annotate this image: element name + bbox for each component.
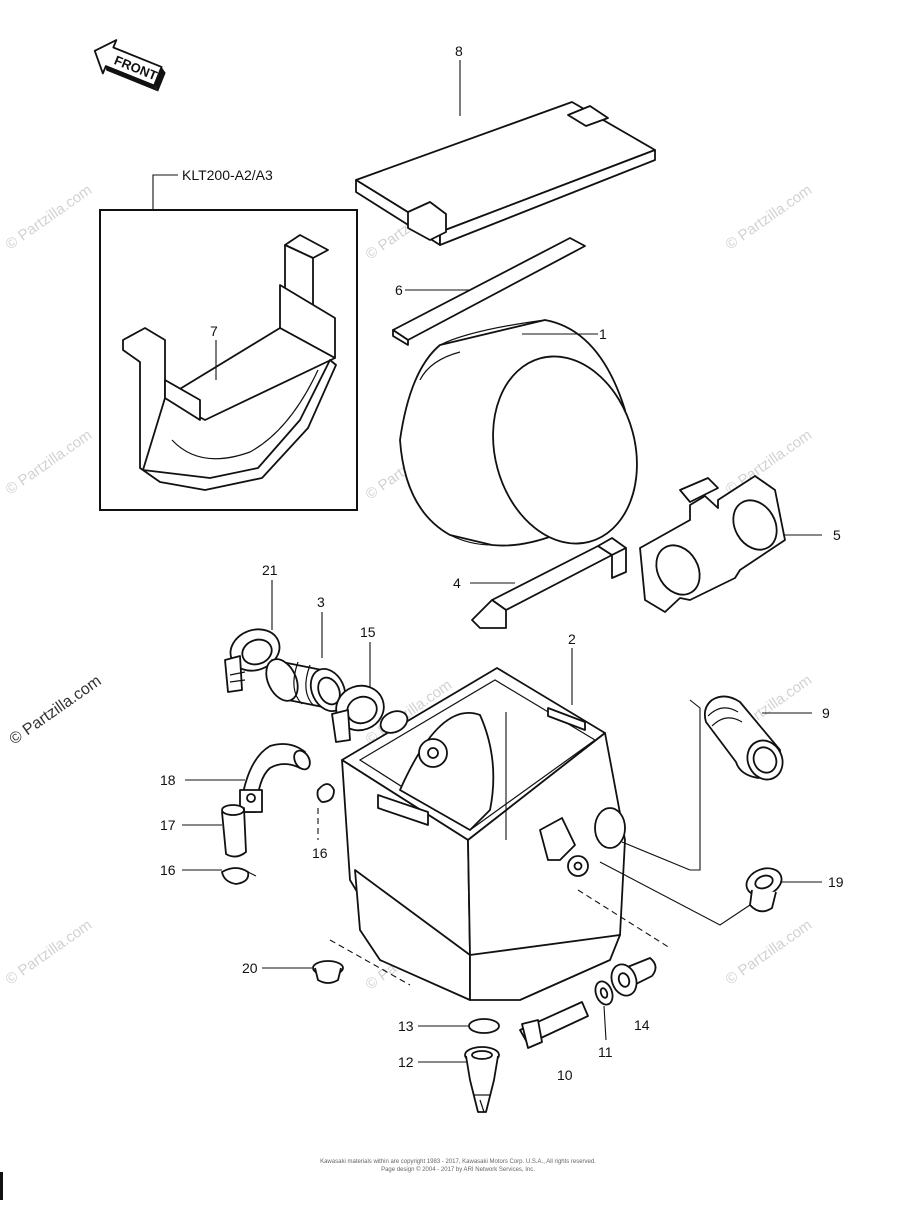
watermark-side: © Partzilla.com xyxy=(7,673,105,749)
part-8-lid xyxy=(355,101,656,246)
front-arrow-icon: FRONT xyxy=(93,39,166,92)
callout-17: 17 xyxy=(160,817,176,833)
callout-16a: 16 xyxy=(160,862,176,878)
part-7-bracket xyxy=(122,234,337,491)
callout-18: 18 xyxy=(160,772,176,788)
part-16-clip-2 xyxy=(316,783,335,803)
part-10-bolt xyxy=(519,1001,589,1049)
part-18-elbow xyxy=(239,743,311,813)
inset-box: KLT200-A2/A3 7 xyxy=(99,167,358,511)
callout-15: 15 xyxy=(360,624,376,640)
watermark: © Partzilla.com xyxy=(3,181,96,253)
callout-12: 12 xyxy=(398,1054,414,1070)
callout-6: 6 xyxy=(395,282,403,298)
part-1-element xyxy=(399,319,638,547)
watermark: © Partzilla.com xyxy=(3,916,96,988)
edge-mark xyxy=(0,1172,3,1200)
callout-8: 8 xyxy=(455,43,463,59)
callout-4: 4 xyxy=(453,575,461,591)
callout-3: 3 xyxy=(317,594,325,610)
part-2-airbox xyxy=(341,667,626,1001)
part-6-seal xyxy=(392,237,586,346)
callout-2: 2 xyxy=(568,631,576,647)
part-14-collar xyxy=(610,957,657,997)
part-13-oring xyxy=(468,1018,500,1034)
watermark: © Partzilla.com xyxy=(723,916,816,988)
part-4-bracket xyxy=(471,537,627,629)
callout-13: 13 xyxy=(398,1018,414,1034)
inset-label: KLT200-A2/A3 xyxy=(182,167,273,183)
callout-20: 20 xyxy=(242,960,258,976)
watermark: © Partzilla.com xyxy=(3,426,96,498)
footer-copyright: Kawasaki materials within are copyright … xyxy=(320,1159,596,1165)
callout-1: 1 xyxy=(599,326,607,342)
callout-11: 11 xyxy=(598,1044,613,1060)
watermark: © Partzilla.com xyxy=(723,181,816,253)
part-5-plate xyxy=(639,475,786,613)
part-12-plug xyxy=(464,1046,500,1113)
callout-16b: 16 xyxy=(312,845,328,861)
footer-page-design: Page design © 2004 - 2017 by ARI Network… xyxy=(381,1166,535,1173)
callout-19: 19 xyxy=(828,874,844,890)
part-11-washer xyxy=(594,980,614,1006)
callout-14: 14 xyxy=(634,1017,650,1033)
callout-7: 7 xyxy=(210,323,218,339)
part-9-fitting xyxy=(703,695,784,781)
callout-5: 5 xyxy=(833,527,841,543)
part-21-clamp xyxy=(224,628,281,693)
callout-10: 10 xyxy=(557,1067,573,1083)
part-17-hose xyxy=(221,804,247,858)
part-19-grommet xyxy=(745,867,783,913)
callout-21: 21 xyxy=(262,562,278,578)
part-20-grommet xyxy=(312,960,344,984)
part-3-duct xyxy=(265,658,347,712)
callout-9: 9 xyxy=(822,705,830,721)
part-15-clamp xyxy=(331,684,409,743)
part-16-clip xyxy=(221,867,257,885)
